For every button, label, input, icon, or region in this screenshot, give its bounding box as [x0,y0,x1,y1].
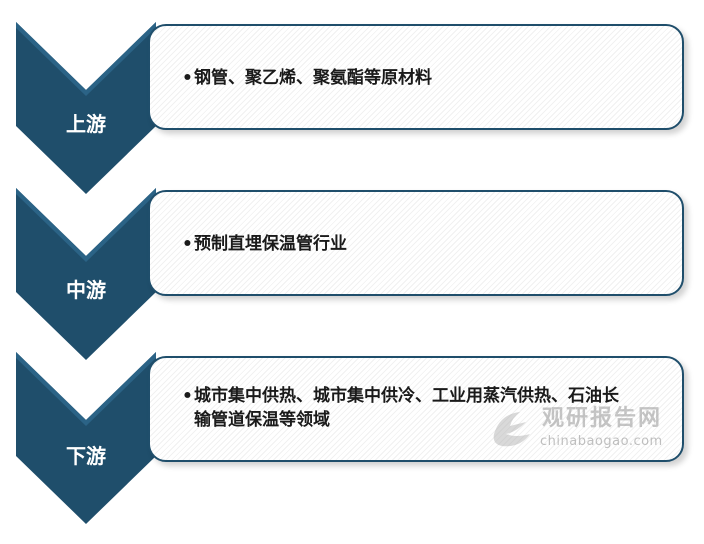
stage-box-midstream: • 预制直埋保温管行业 [148,190,684,296]
bullet-icon: • [182,68,193,88]
watermark-title: 观研报告网 [542,406,663,431]
watermark: 观研报告网 chinabaogao.com [484,398,684,462]
watermark-logo-icon [493,412,530,447]
watermark-subtitle: chinabaogao.com [540,434,663,449]
stage-chevron-midstream: 中游 [16,188,156,360]
bullet-icon: • [182,386,193,406]
stage-box-downstream: • 城市集中供热、城市集中供冷、工业用蒸汽供热、石油长输管道保温等领域 [148,356,684,462]
stage-item-downstream: • 城市集中供热、城市集中供冷、工业用蒸汽供热、石油长输管道保温等领域 [182,386,619,430]
stage-label-midstream: 中游 [66,278,106,302]
stage-box-upstream: • 钢管、聚乙烯、聚氨酯等原材料 [148,24,684,130]
bullet-icon: • [182,234,193,254]
stage-chevron-upstream: 上游 [16,22,156,194]
stage-item-midstream: • 预制直埋保温管行业 [182,234,347,254]
stage-label-downstream: 下游 [66,444,106,468]
stage-label-upstream: 上游 [66,112,106,136]
stage-item-upstream: • 钢管、聚乙烯、聚氨酯等原材料 [182,68,432,88]
stage-chevron-downstream: 下游 [16,352,156,524]
